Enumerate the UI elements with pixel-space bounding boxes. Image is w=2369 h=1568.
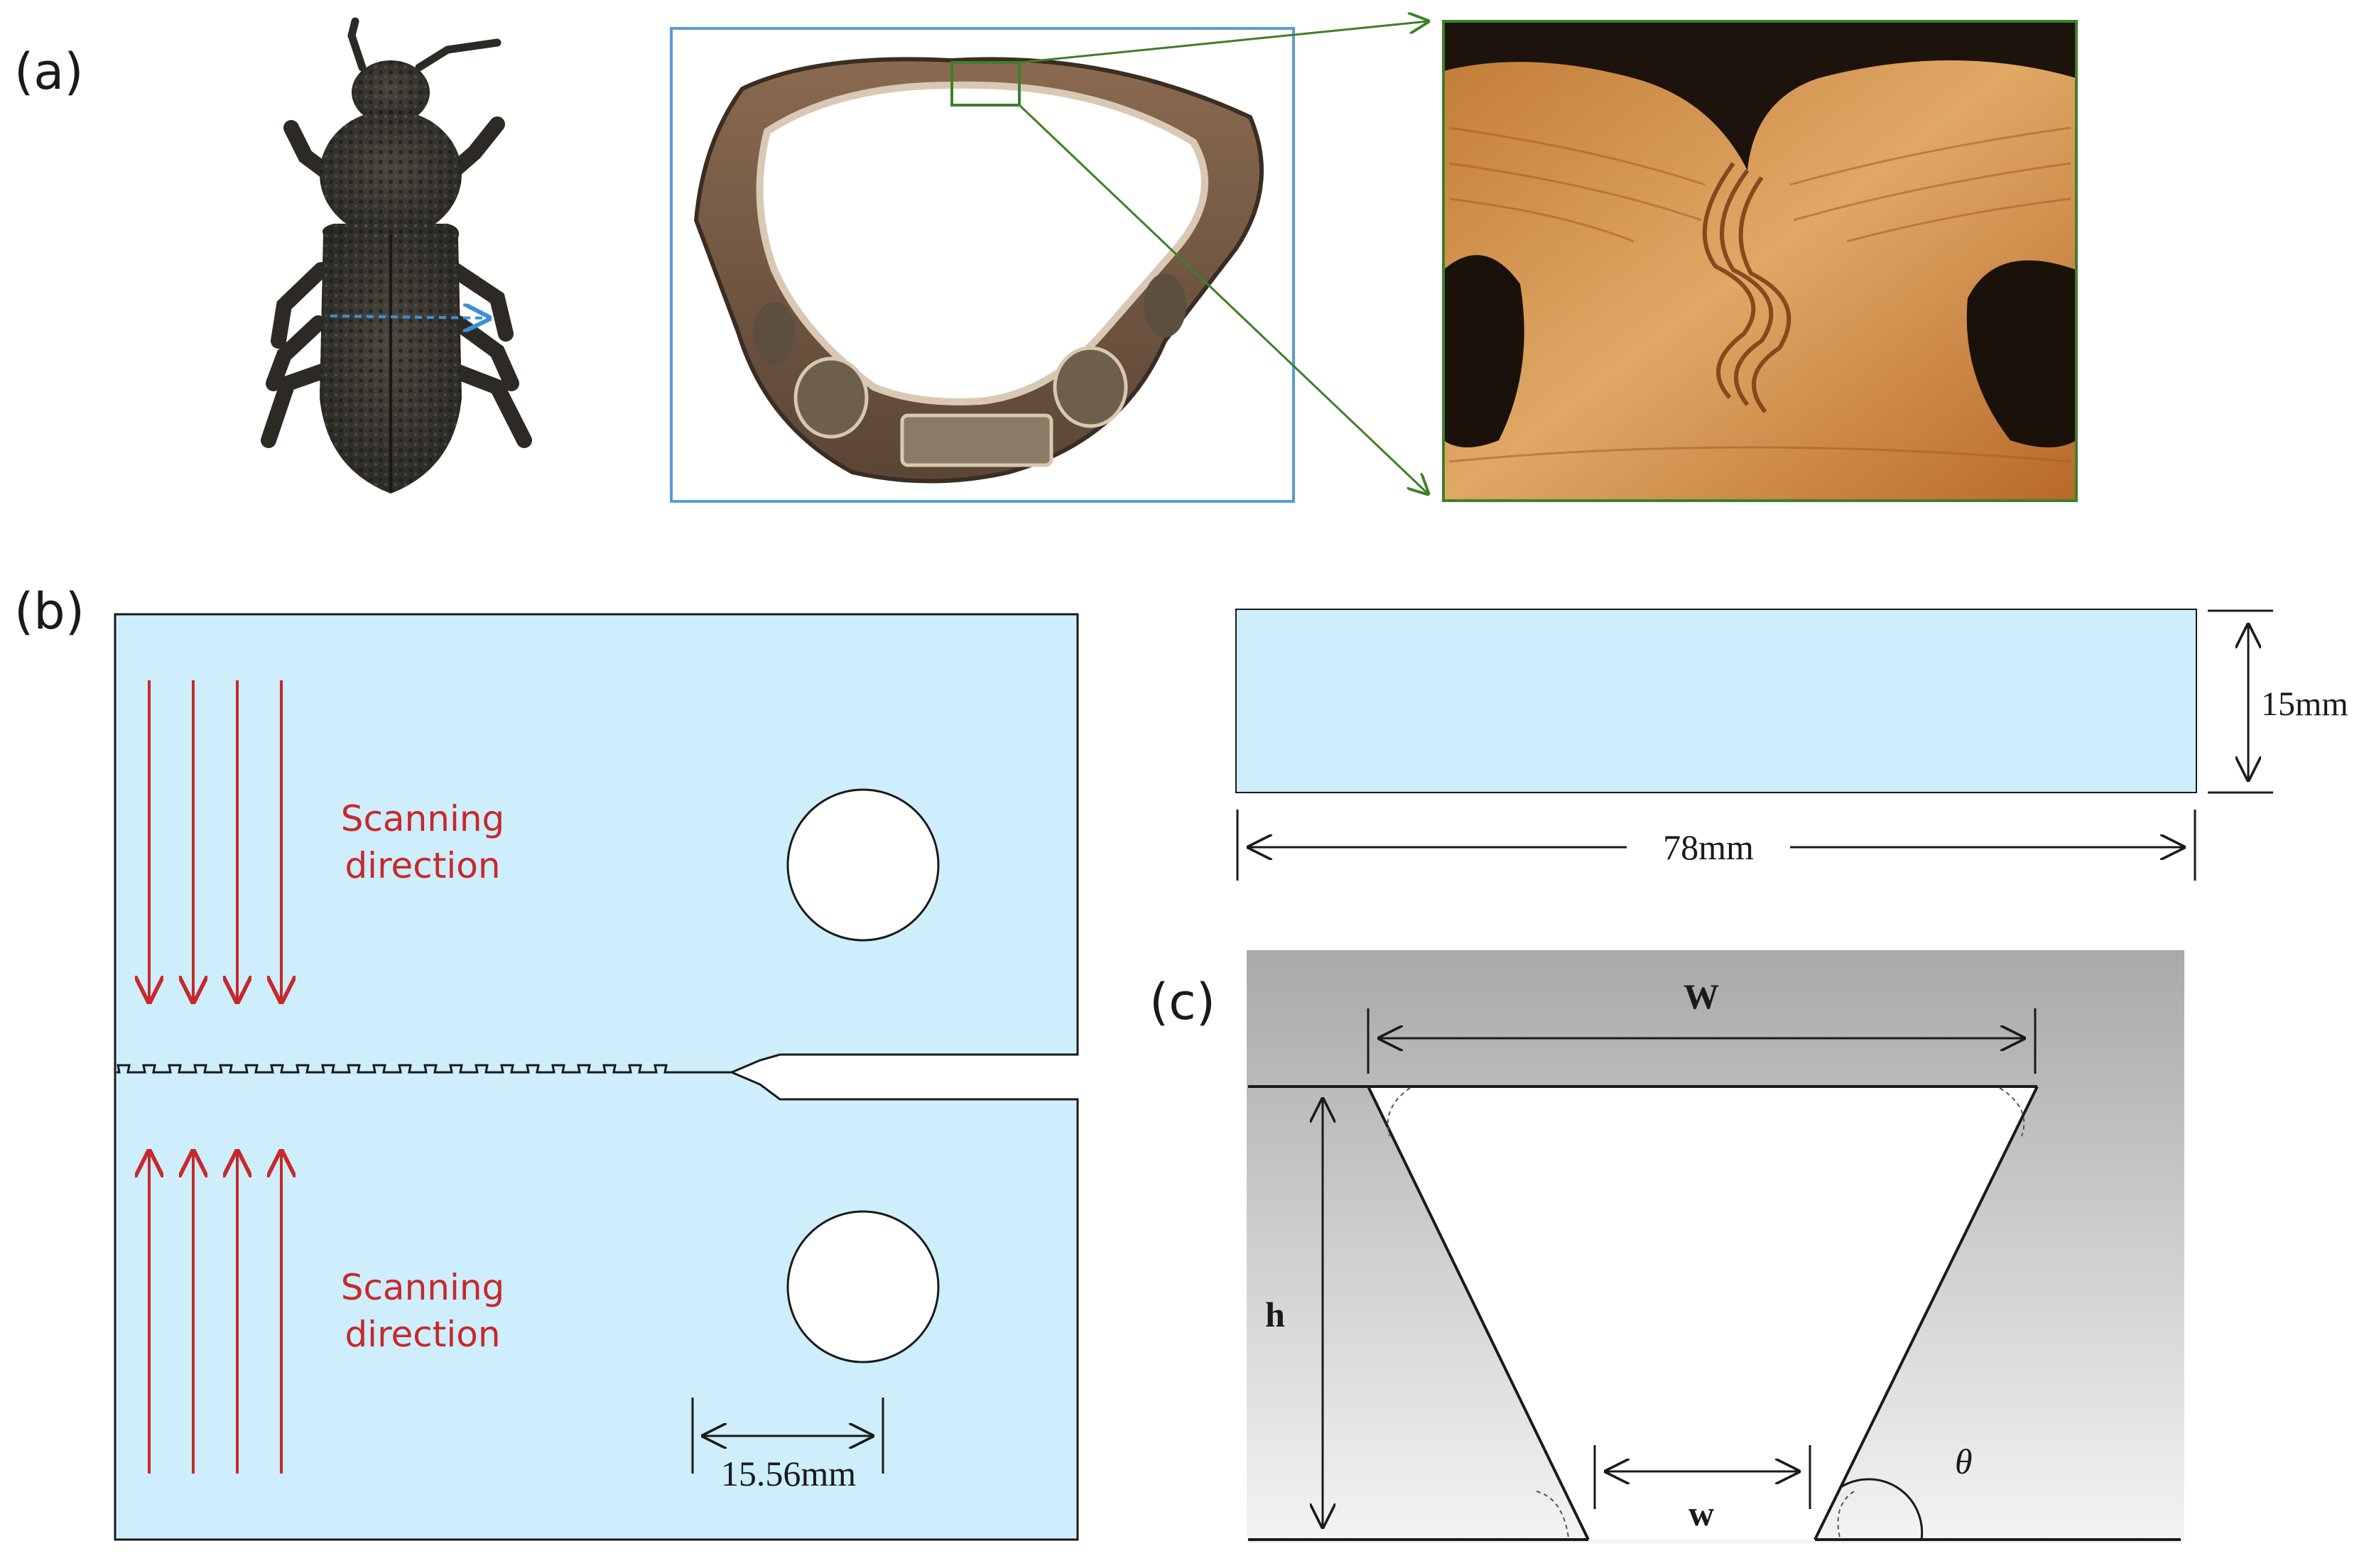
zoom-region-box [950,61,1021,107]
length-dimension [1236,810,2196,881]
theta-arc [1839,1478,1924,1540]
beetle-image [261,17,532,494]
hole-offset-dimension [691,1398,884,1474]
dovetail-geometry [1247,950,2184,1543]
scan-arrows-top [149,680,281,1001]
zoom-arrow-top [1019,21,1428,64]
panel-label-c: (c) [1149,973,1215,1031]
w-label: w [1688,1493,1714,1533]
specimen-plate [114,613,1079,1541]
hole-offset-label: 15.56mm [721,1454,856,1493]
thickness-dimension [2208,609,2273,794]
interlock-micrograph [1442,20,2078,502]
W-dimension [1367,1008,2037,1074]
scan-label-top-line2: direction [345,845,500,886]
length-label: 78mm [1663,827,1754,867]
pin-hole-bottom [786,1210,940,1363]
thickness-label: 15mm [2261,685,2348,723]
h-label: h [1265,1295,1285,1334]
panel-label-a: (a) [14,43,84,101]
w-dimension [1593,1445,1811,1509]
pin-hole-top [786,788,940,942]
scan-arrows-bottom [149,1152,281,1474]
section-direction-arrow [330,316,489,318]
scan-label-bottom-line1: Scanning [341,1267,505,1308]
scan-label-bottom-line2: direction [345,1314,500,1355]
theta-label: θ [1955,1442,1973,1481]
cross-section-image [693,57,1264,484]
W-label: W [1684,976,1719,1016]
side-view-bar [1235,609,2197,793]
zoom-arrow-bottom [1018,104,1428,494]
scan-label-top-line1: Scanning [341,798,505,839]
panel-label-b: (b) [14,582,85,641]
interlock-seam [116,1064,732,1074]
